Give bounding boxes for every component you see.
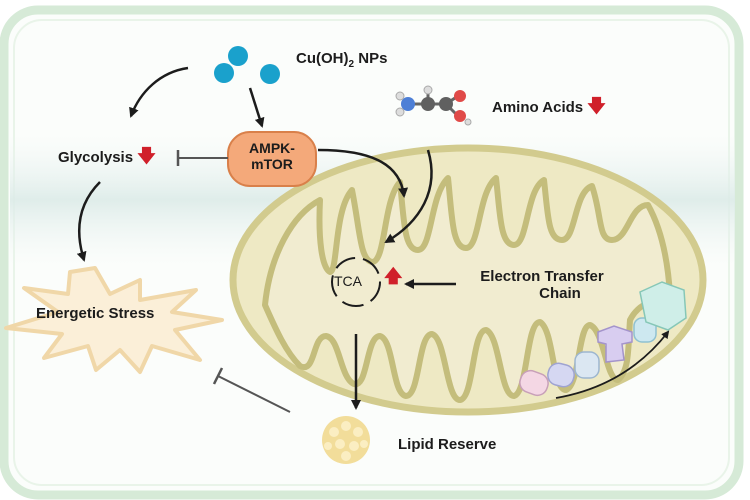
ampk-mtor-label: AMPK- mTOR bbox=[228, 140, 316, 172]
amino-acids-label: Amino Acids 🡇 bbox=[492, 96, 606, 117]
energetic-stress-label: Energetic Stress bbox=[36, 305, 154, 322]
amino-acids-text: Amino Acids bbox=[492, 99, 584, 116]
amino-acids-down-arrow-icon: 🡇 bbox=[587, 96, 606, 116]
nanoparticle-2 bbox=[214, 63, 234, 83]
glycolysis-text: Glycolysis bbox=[58, 149, 134, 166]
ampk-label-line2: mTOR bbox=[251, 156, 293, 173]
arrow-np-to-ampk bbox=[248, 87, 265, 128]
electron-transfer-label: Electron Transfer Chain bbox=[462, 268, 622, 303]
electron-transfer-line1: Electron Transfer bbox=[480, 268, 604, 285]
arrow-glycolysis-to-stress bbox=[76, 181, 101, 262]
tca-up-arrow-icon: 🡅 bbox=[384, 266, 403, 286]
electron-transfer-line2: Chain bbox=[539, 285, 581, 303]
energetic-stress-text: Energetic Stress bbox=[36, 305, 155, 322]
tca-cycle-ring bbox=[331, 257, 381, 307]
arrow-amino-to-tca bbox=[384, 149, 433, 244]
nanoparticles-label-main: Cu(OH) bbox=[296, 50, 349, 67]
inhibit-bar-stress bbox=[212, 367, 224, 385]
lipid-reserve-text: Lipid Reserve bbox=[398, 436, 497, 453]
nanoparticles-label-suffix: NPs bbox=[354, 50, 388, 67]
electron-chain-complexes bbox=[519, 281, 687, 397]
glycolysis-down-arrow-icon: 🡇 bbox=[137, 146, 156, 166]
arrow-np-to-glycolysis bbox=[129, 66, 189, 118]
glycolysis-label: Glycolysis 🡇 bbox=[58, 146, 156, 167]
nanoparticles-label: Cu(OH)2 NPs bbox=[296, 50, 387, 71]
lipid-reserve-label: Lipid Reserve bbox=[398, 436, 496, 453]
mitochondrion-cristae bbox=[262, 175, 673, 403]
amino-acid-molecule bbox=[395, 85, 472, 126]
nanoparticle-1 bbox=[228, 46, 248, 66]
inhibit-lipid-to-stress bbox=[217, 375, 291, 413]
tca-text: TCA bbox=[334, 273, 362, 289]
energetic-stress-burst bbox=[4, 266, 224, 374]
lipid-reserve-droplets bbox=[322, 416, 370, 464]
ampk-label-line1: AMPK- bbox=[249, 140, 295, 156]
nanoparticle-3 bbox=[260, 64, 280, 84]
arrow-etc-complex bbox=[555, 330, 670, 399]
tca-label: TCA bbox=[334, 273, 362, 289]
nanoparticles-label-subscript: 2 bbox=[348, 59, 355, 70]
arrow-ampk-to-tca bbox=[317, 148, 409, 198]
